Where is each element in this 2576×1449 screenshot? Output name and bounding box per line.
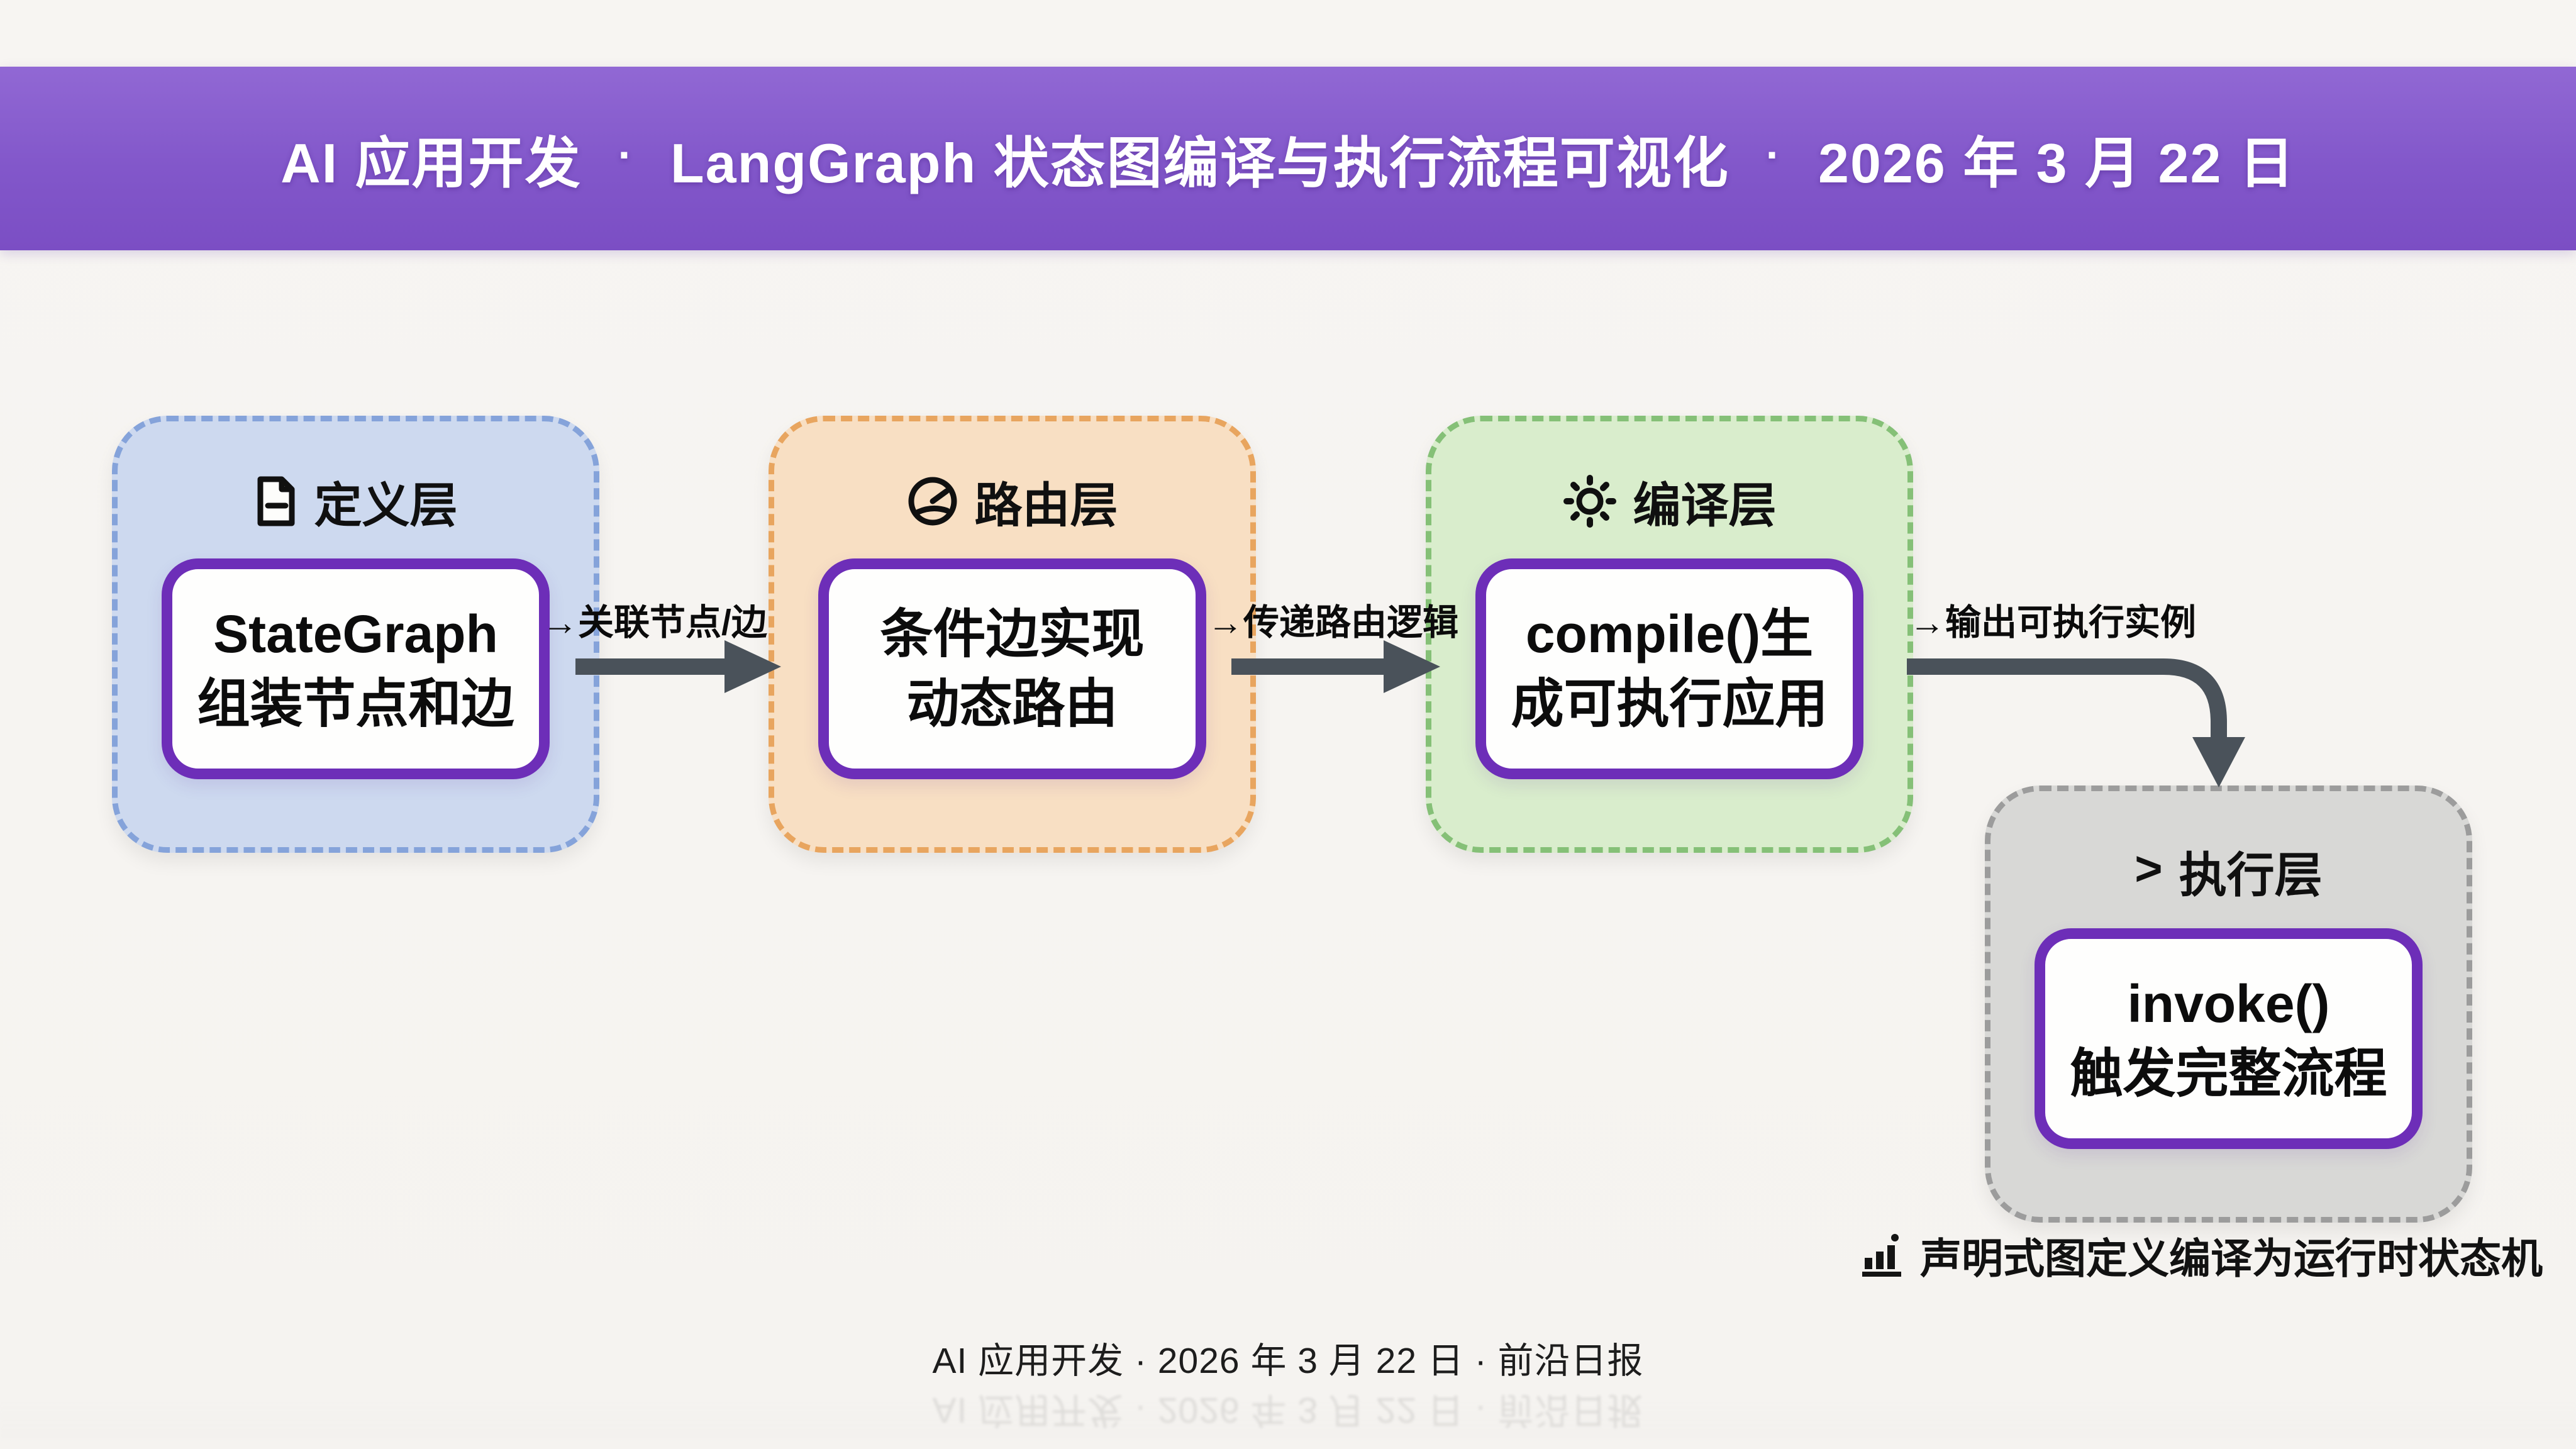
stage-routing-box: 路由层 条件边实现 动态路由 bbox=[769, 416, 1256, 853]
stage-execution-card: invoke() 触发完整流程 bbox=[2035, 928, 2423, 1149]
caption-text: 声明式图定义编译为运行时状态机 bbox=[1920, 1235, 2543, 1282]
arrow-label-output-executable-instance: →输出可执行实例 bbox=[1909, 602, 2196, 643]
stage-compile-card: compile()生 成可执行应用 bbox=[1475, 558, 1863, 779]
stage-execution-title: > 执行层 bbox=[1990, 836, 2467, 906]
card-line: 动态路由 bbox=[906, 674, 1118, 733]
card-line: invoke() bbox=[2127, 974, 2330, 1033]
caption-row: 声明式图定义编译为运行时状态机 bbox=[1862, 1225, 2543, 1285]
header-separator-dot: · bbox=[1765, 130, 1782, 179]
header-separator-dot: · bbox=[618, 130, 634, 179]
card-line: 条件边实现 bbox=[880, 604, 1145, 663]
card-line: compile()生 bbox=[1525, 604, 1814, 663]
prompt-icon: > bbox=[2135, 841, 2163, 896]
footer-text: AI 应用开发 · 2026 年 3 月 22 日 · 前沿日报 bbox=[932, 1341, 1644, 1381]
header-segment-topic: AI 应用开发 bbox=[280, 131, 582, 194]
card-line: 组装节点和边 bbox=[197, 674, 514, 733]
stage-compile-title: 编译层 bbox=[1431, 467, 1907, 536]
stage-routing-title: 路由层 bbox=[774, 467, 1250, 536]
document-icon bbox=[254, 475, 298, 527]
header-segment-date: 2026 年 3 月 22 日 bbox=[1818, 131, 2296, 194]
stage-title-label: 执行层 bbox=[2179, 849, 2323, 902]
stage-compile-box: 编译层 compile()生 成可执行应用 bbox=[1426, 416, 1913, 853]
stage-title-label: 定义层 bbox=[314, 479, 458, 533]
stage-title-label: 路由层 bbox=[974, 479, 1118, 533]
clock-route-icon bbox=[907, 475, 958, 527]
card-line: StateGraph bbox=[213, 604, 498, 663]
footer: AI 应用开发 · 2026 年 3 月 22 日 · 前沿日报 AI 应用开发… bbox=[0, 1332, 2576, 1439]
card-line: 触发完整流程 bbox=[2070, 1043, 2387, 1103]
stage-definition-title: 定义层 bbox=[118, 467, 594, 536]
stage-definition-card: StateGraph 组装节点和边 bbox=[162, 558, 550, 779]
arrow-label-link-nodes-edges: →关联节点/边 bbox=[542, 602, 767, 643]
arrow-label-pass-routing-logic: →传递路由逻辑 bbox=[1208, 602, 1458, 643]
stage-routing-card: 条件边实现 动态路由 bbox=[818, 558, 1206, 779]
header-banner: AI 应用开发 · LangGraph 状态图编译与执行流程可视化 · 2026… bbox=[0, 67, 2576, 250]
bar-chart-icon bbox=[1860, 1233, 1905, 1278]
header-segment-title: LangGraph 状态图编译与执行流程可视化 bbox=[670, 131, 1729, 194]
stage-execution-box: > 执行层 invoke() 触发完整流程 bbox=[1985, 786, 2472, 1223]
stage-title-label: 编译层 bbox=[1633, 479, 1777, 533]
stage-definition-box: 定义层 StateGraph 组装节点和边 bbox=[112, 416, 599, 853]
card-line: 成可执行应用 bbox=[1511, 674, 1828, 733]
footer-text-reflection: AI 应用开发 · 2026 年 3 月 22 日 · 前沿日报 bbox=[0, 1387, 2576, 1439]
sun-icon bbox=[1563, 474, 1617, 528]
